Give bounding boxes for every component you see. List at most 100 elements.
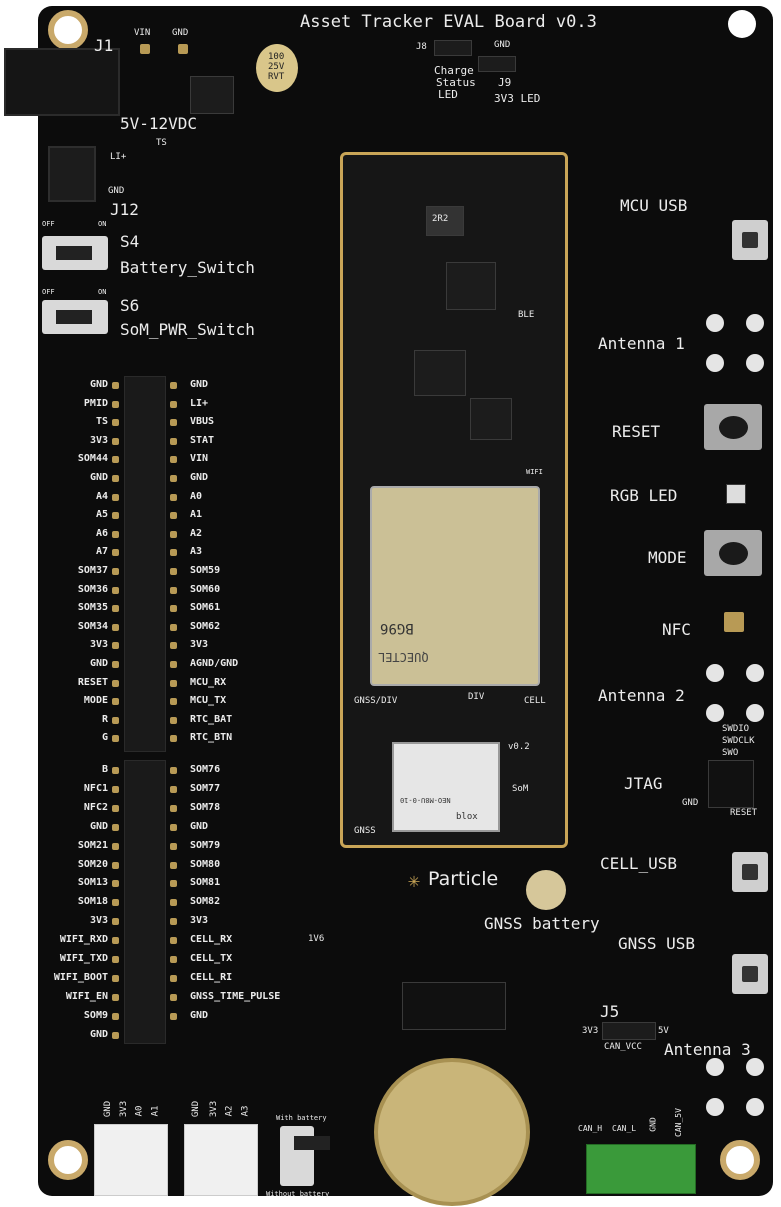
particle-star-icon: ✳	[408, 868, 421, 892]
header-pin-label: SOM13	[77, 877, 108, 889]
rgb-led	[726, 484, 746, 504]
vin-pad	[140, 44, 150, 54]
header-pin	[170, 568, 177, 575]
jtag-connector[interactable]	[708, 760, 754, 808]
header-pin	[170, 456, 177, 464]
regulator-chip	[190, 76, 234, 114]
header-pin	[112, 899, 119, 907]
header-pin	[170, 1012, 177, 1020]
gnss-div-label: GNSS/DIV	[354, 696, 398, 706]
header-pin	[112, 880, 119, 888]
j8-label: J8	[416, 42, 427, 52]
mode-label: MODE	[648, 548, 687, 567]
header-pin	[170, 679, 177, 687]
header-pin	[112, 568, 119, 575]
analog-connector-a2-a3[interactable]	[184, 1124, 258, 1196]
antenna2-label: Antenna 2	[598, 686, 685, 705]
header-pin-label: A6	[95, 527, 108, 539]
header-pin	[170, 605, 177, 613]
header-pin	[170, 842, 177, 850]
j8-jumper[interactable]	[434, 40, 472, 56]
j12-label: J12	[110, 200, 139, 219]
header-pin-label: SOM36	[77, 583, 108, 595]
mode-button[interactable]	[704, 530, 762, 576]
header-pin	[170, 419, 177, 427]
header-pin-label: WIFI_RXD	[59, 934, 108, 946]
coin-cell-holder[interactable]	[374, 1058, 530, 1206]
mounting-hole-top-right	[728, 10, 756, 38]
3v3-led-label: 3V3 LED	[494, 92, 541, 105]
header-pin-label: SOM82	[190, 896, 221, 908]
jtag-label: JTAG	[624, 774, 663, 793]
header-pin	[112, 956, 119, 963]
som-power-switch-s6[interactable]	[42, 300, 108, 334]
header-pin	[112, 861, 119, 869]
header-pin	[170, 400, 177, 408]
j5-jumper[interactable]	[602, 1022, 656, 1040]
can-terminal-block[interactable]	[586, 1144, 696, 1194]
header-pin	[170, 993, 177, 1001]
header-pin-label: SOM59	[190, 565, 221, 576]
mcu-usb-port[interactable]	[732, 220, 768, 260]
j9-label: J9	[498, 76, 512, 89]
gnss-usb-label: GNSS USB	[618, 934, 696, 953]
header-pin	[170, 623, 177, 631]
header-pin	[112, 823, 119, 831]
header-pin-label: CELL_RI	[190, 971, 233, 983]
conn2-a2-label: A2	[224, 1105, 235, 1117]
header-pin	[170, 974, 177, 982]
reset-button[interactable]	[704, 404, 762, 450]
header-pin-label: 3V3	[190, 915, 209, 927]
header-pin-label: R	[101, 713, 108, 725]
battery-switch-s4[interactable]	[42, 236, 108, 270]
capacitor-marking: 100 25V RVT	[268, 52, 285, 82]
header-pin-label: NFC2	[83, 801, 108, 813]
antenna2-connector[interactable]	[706, 664, 764, 722]
header-pin-label: PMID	[83, 397, 108, 409]
header-pin	[170, 549, 177, 557]
header-pin	[170, 785, 177, 793]
cell-label: CELL	[524, 696, 546, 706]
header-pin	[112, 437, 119, 445]
conn1-a1-label: A1	[150, 1105, 161, 1117]
2x4-header[interactable]	[402, 982, 506, 1030]
swo-label: SWO	[722, 748, 739, 758]
header-pin	[112, 974, 119, 982]
conn1-a0-label: A0	[134, 1105, 145, 1117]
j9-jumper[interactable]	[478, 56, 516, 72]
header-pin	[112, 735, 119, 743]
header-pin-label: SOM78	[190, 801, 221, 813]
header-pin	[170, 437, 177, 445]
header-pin-label: GND	[190, 820, 209, 832]
header-pin-label: SOM79	[190, 839, 221, 851]
header-pin	[170, 512, 177, 520]
mcu-chip	[414, 350, 466, 396]
header-pin-label: SOM44	[77, 453, 108, 465]
vin-pad-label: VIN	[134, 28, 151, 38]
header-pin-label: RESET	[77, 676, 108, 688]
header-pin-label: SOM9	[83, 1009, 108, 1021]
header-pin-label: SOM76	[190, 764, 221, 775]
off-label-s4: OFF	[42, 220, 55, 228]
header-pin-label: RTC_BTN	[190, 732, 233, 744]
header-pin-label: B	[101, 764, 108, 775]
cell-usb-port[interactable]	[732, 852, 768, 892]
antenna1-connector[interactable]	[706, 314, 764, 372]
header-pin	[170, 642, 177, 650]
gnss-label: GNSS	[354, 826, 376, 836]
analog-connector-a0-a1[interactable]	[94, 1124, 168, 1196]
conn1-gnd-label: GND	[103, 1100, 114, 1118]
battery-select-switch[interactable]	[280, 1126, 330, 1186]
battery-connector-j12[interactable]	[48, 146, 96, 202]
header-pin	[170, 804, 177, 812]
can-h-label: CAN_H	[578, 1124, 603, 1133]
nfc-connector[interactable]	[724, 612, 744, 632]
wifi-label: WIFI	[526, 468, 543, 476]
antenna3-connector[interactable]	[706, 1058, 764, 1116]
j5-5v-label: 5V	[658, 1026, 669, 1036]
header-pin-label: SOM34	[77, 620, 108, 632]
cell-usb-label: CELL_USB	[600, 854, 678, 873]
header-pin-label: SOM77	[190, 782, 221, 794]
header-pin-label: SOM60	[190, 583, 221, 595]
gnss-usb-port[interactable]	[732, 954, 768, 994]
